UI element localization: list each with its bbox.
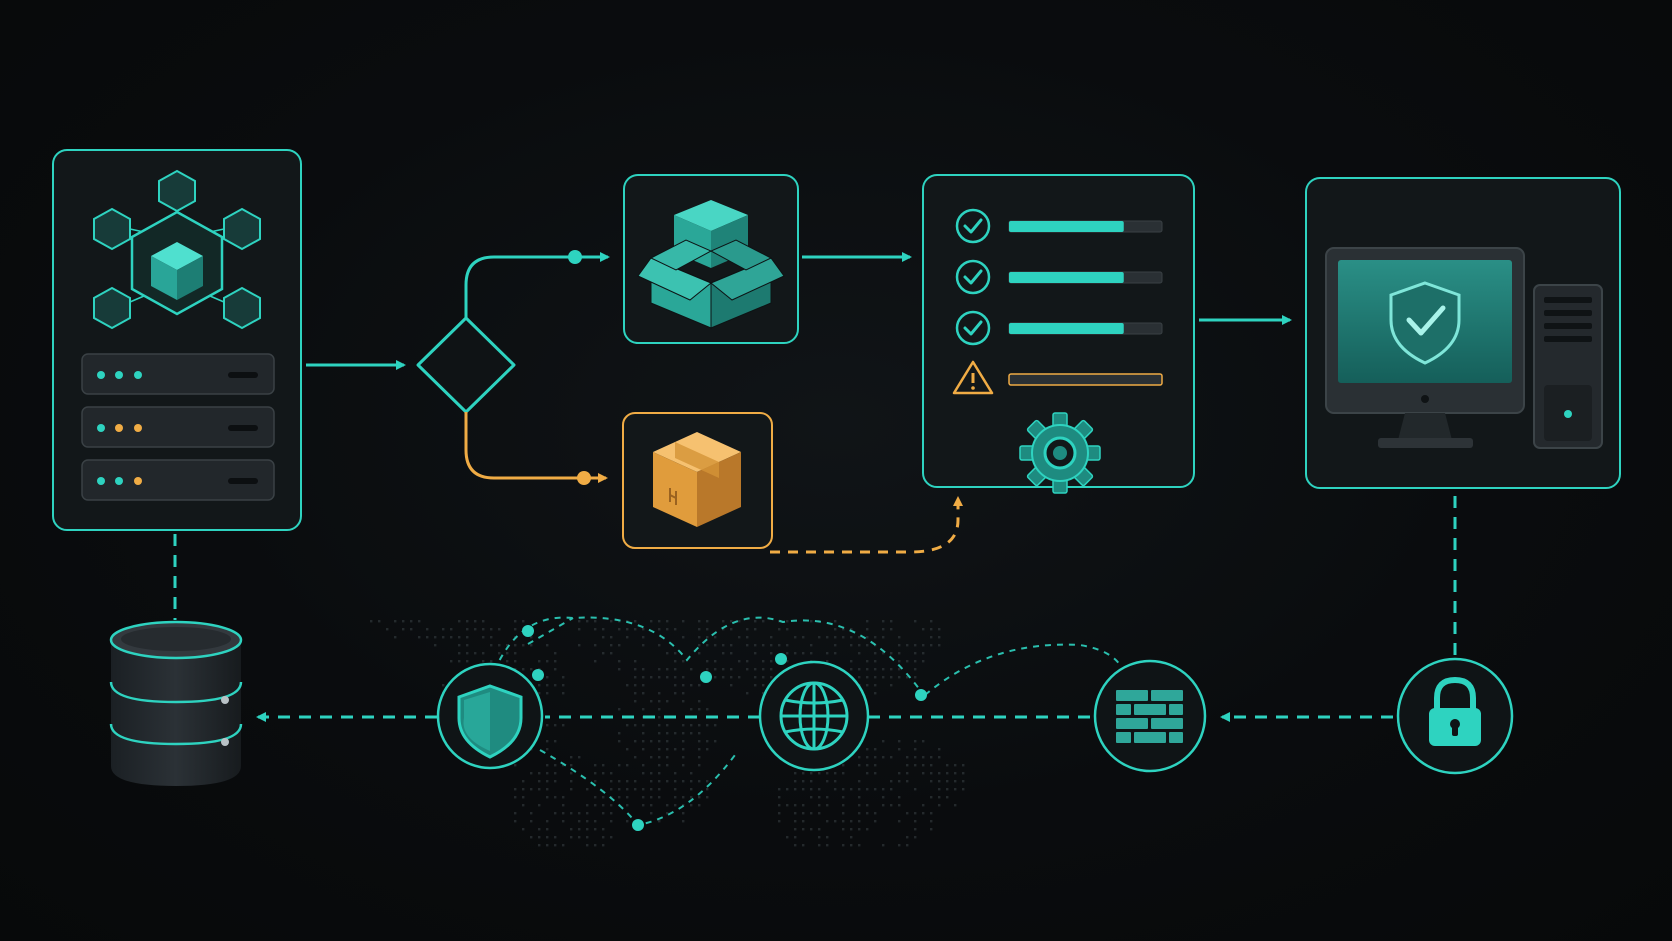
package-success-panel[interactable] [623, 174, 799, 344]
checklist-item-warning [952, 360, 1163, 395]
check-circle-icon [955, 259, 991, 295]
closed-box-icon [653, 432, 741, 527]
shield-node[interactable] [436, 662, 544, 770]
progress-fill [1009, 221, 1124, 232]
source-panel[interactable] [52, 149, 302, 531]
check-circle-icon [955, 310, 991, 346]
connector-node [568, 250, 582, 264]
tower-pc-icon [1533, 284, 1603, 449]
firewall-node[interactable] [1093, 659, 1207, 773]
progress-fill [1009, 272, 1124, 283]
shield-check-icon [1389, 281, 1461, 365]
server-rack-icon [81, 353, 275, 501]
connector-decision-to-success [464, 252, 610, 318]
warning-icon [952, 360, 994, 395]
network-route-nodes [522, 625, 927, 831]
lock-icon [1429, 676, 1481, 746]
secure-workstation-panel[interactable] [1305, 177, 1621, 489]
check-circle-icon [955, 208, 991, 244]
server-unit [81, 459, 275, 501]
decision-diamond-icon[interactable] [416, 316, 516, 414]
checklist-item [955, 208, 1163, 244]
hexagon-cube-cluster-icon [93, 169, 261, 330]
shield-icon [457, 684, 523, 759]
progress-track [1008, 373, 1163, 386]
server-unit [81, 406, 275, 448]
connector-decision-to-failure [464, 412, 608, 483]
globe-icon [779, 681, 849, 751]
connector-failure-to-checklist [770, 496, 963, 554]
package-failure-panel[interactable] [622, 412, 773, 549]
gear-icon [1019, 412, 1101, 494]
database-icon[interactable] [109, 620, 243, 786]
server-unit [81, 353, 275, 395]
checklist [952, 208, 1163, 395]
checklist-item [955, 259, 1163, 295]
open-box-icon [637, 200, 785, 329]
lock-node[interactable] [1396, 657, 1514, 775]
globe-node[interactable] [758, 660, 870, 772]
checklist-panel[interactable] [922, 174, 1195, 494]
connector-node [577, 471, 591, 485]
checklist-item [955, 310, 1163, 346]
progress-fill [1009, 323, 1124, 334]
firewall-icon [1116, 690, 1183, 743]
